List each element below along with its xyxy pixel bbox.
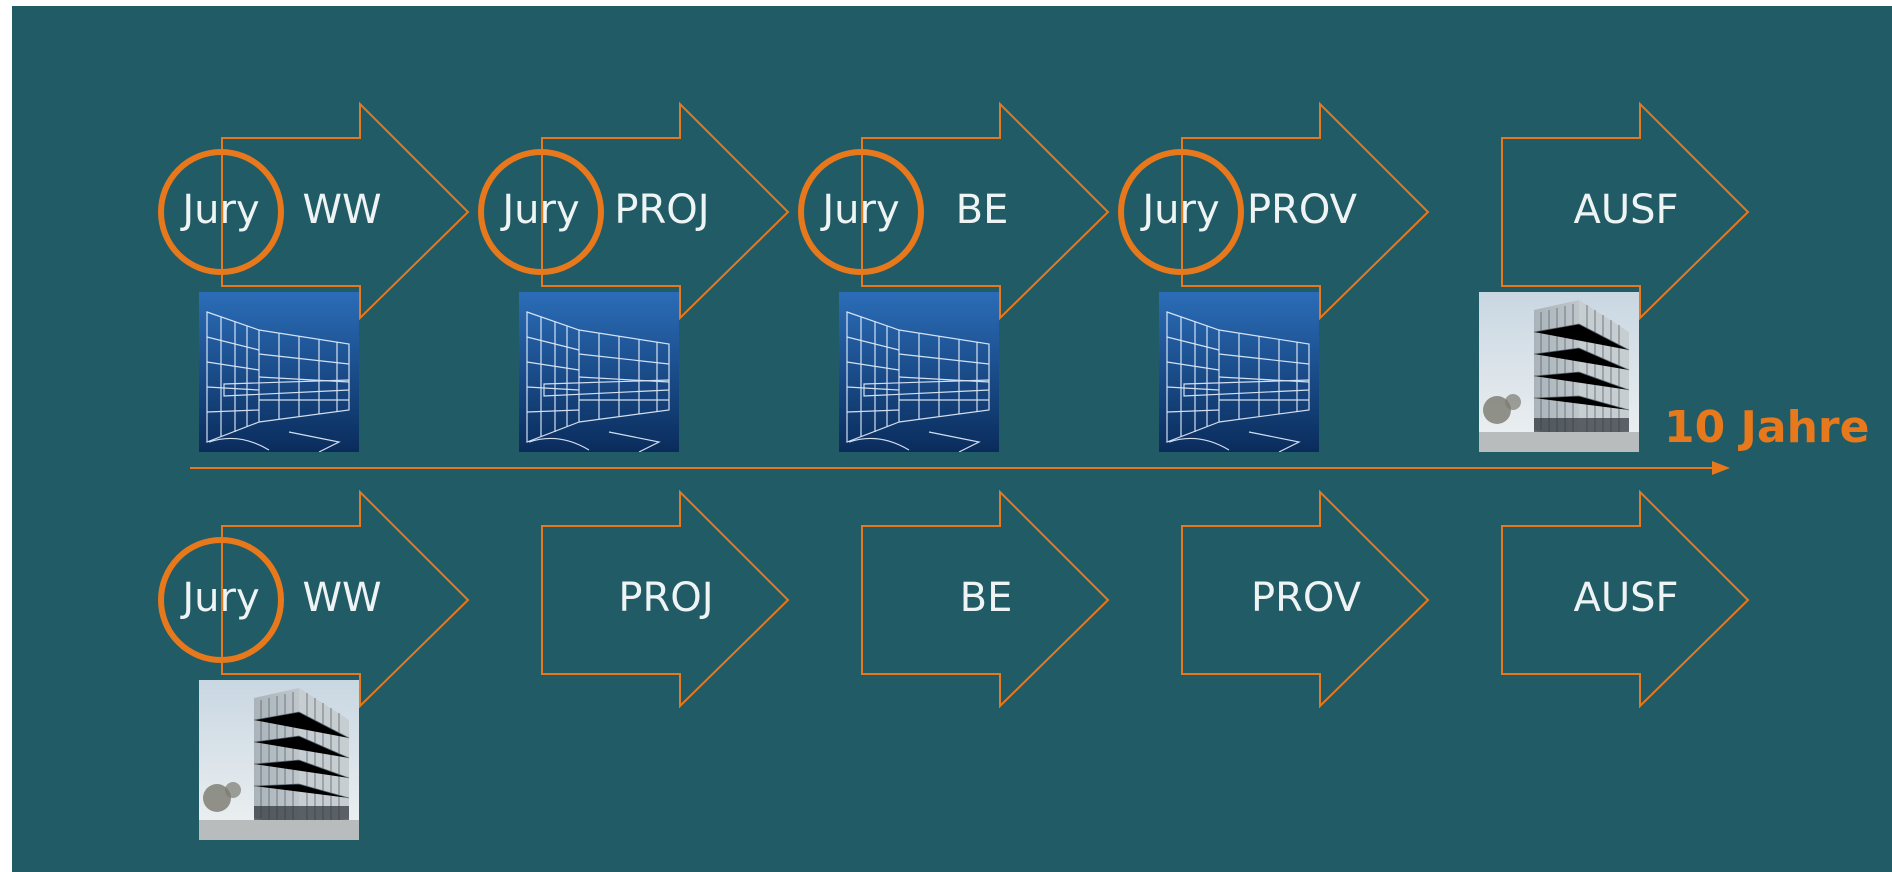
building-photo-icon <box>1479 292 1639 452</box>
timeline-label: 10 Jahre <box>1664 402 1869 453</box>
phase-label: BE <box>960 575 1013 621</box>
phase-arrow-icon <box>221 101 470 321</box>
phase-arrow-icon <box>861 101 1110 321</box>
building-wireframe-icon <box>839 292 999 452</box>
phase-arrow-icon <box>861 489 1110 709</box>
jury-circle-icon <box>1118 149 1244 275</box>
jury-circle-icon <box>158 149 284 275</box>
phase-be: BE Jury <box>798 101 1110 452</box>
jury-label: Jury <box>1139 187 1219 233</box>
phase-arrow-icon <box>541 101 790 321</box>
phase-be: BE <box>861 489 1110 709</box>
phase-arrow-icon <box>1501 489 1750 709</box>
timeline-arrowhead-icon <box>1712 461 1730 475</box>
jury-label: Jury <box>179 187 259 233</box>
phase-arrow-icon <box>221 489 470 709</box>
building-wireframe-icon <box>519 292 679 452</box>
jury-label: Jury <box>819 187 899 233</box>
phase-prov: PROV <box>1181 489 1430 709</box>
building-wireframe-icon <box>199 292 359 452</box>
phase-proj: PROJ Jury <box>478 101 790 452</box>
phase-row-2: WW Jury PROJ BE PROV AUSF <box>158 489 1750 840</box>
jury-circle-icon <box>478 149 604 275</box>
phase-arrow-icon <box>541 489 790 709</box>
phase-ww: WW Jury <box>158 489 470 840</box>
phase-row-1: WW Jury PROJ Jury BE Jury PROV Jury AUSF <box>158 101 1750 452</box>
building-wireframe-icon <box>1159 292 1319 452</box>
phase-proj: PROJ <box>541 489 790 709</box>
phase-arrow-icon <box>1501 101 1750 321</box>
phase-label: AUSF <box>1573 187 1678 233</box>
phase-label: WW <box>302 187 381 233</box>
phase-arrow-icon <box>1181 101 1430 321</box>
phase-ausf: AUSF <box>1501 489 1750 709</box>
jury-circle-icon <box>798 149 924 275</box>
phase-label: PROV <box>1247 187 1358 233</box>
jury-circle-icon <box>158 537 284 663</box>
phase-label: PROV <box>1251 575 1362 621</box>
phase-ww: WW Jury <box>158 101 470 452</box>
phase-label: AUSF <box>1573 575 1678 621</box>
phase-label: PROJ <box>614 187 709 233</box>
phase-label: PROJ <box>618 575 713 621</box>
building-photo-icon <box>199 680 359 840</box>
jury-label: Jury <box>179 575 259 621</box>
phase-prov: PROV Jury <box>1118 101 1430 452</box>
phase-arrow-icon <box>1181 489 1430 709</box>
phase-label: BE <box>956 187 1009 233</box>
phase-label: WW <box>302 575 381 621</box>
jury-label: Jury <box>499 187 579 233</box>
timeline: 10 Jahre <box>190 402 1869 475</box>
phase-ausf: AUSF <box>1479 101 1750 452</box>
